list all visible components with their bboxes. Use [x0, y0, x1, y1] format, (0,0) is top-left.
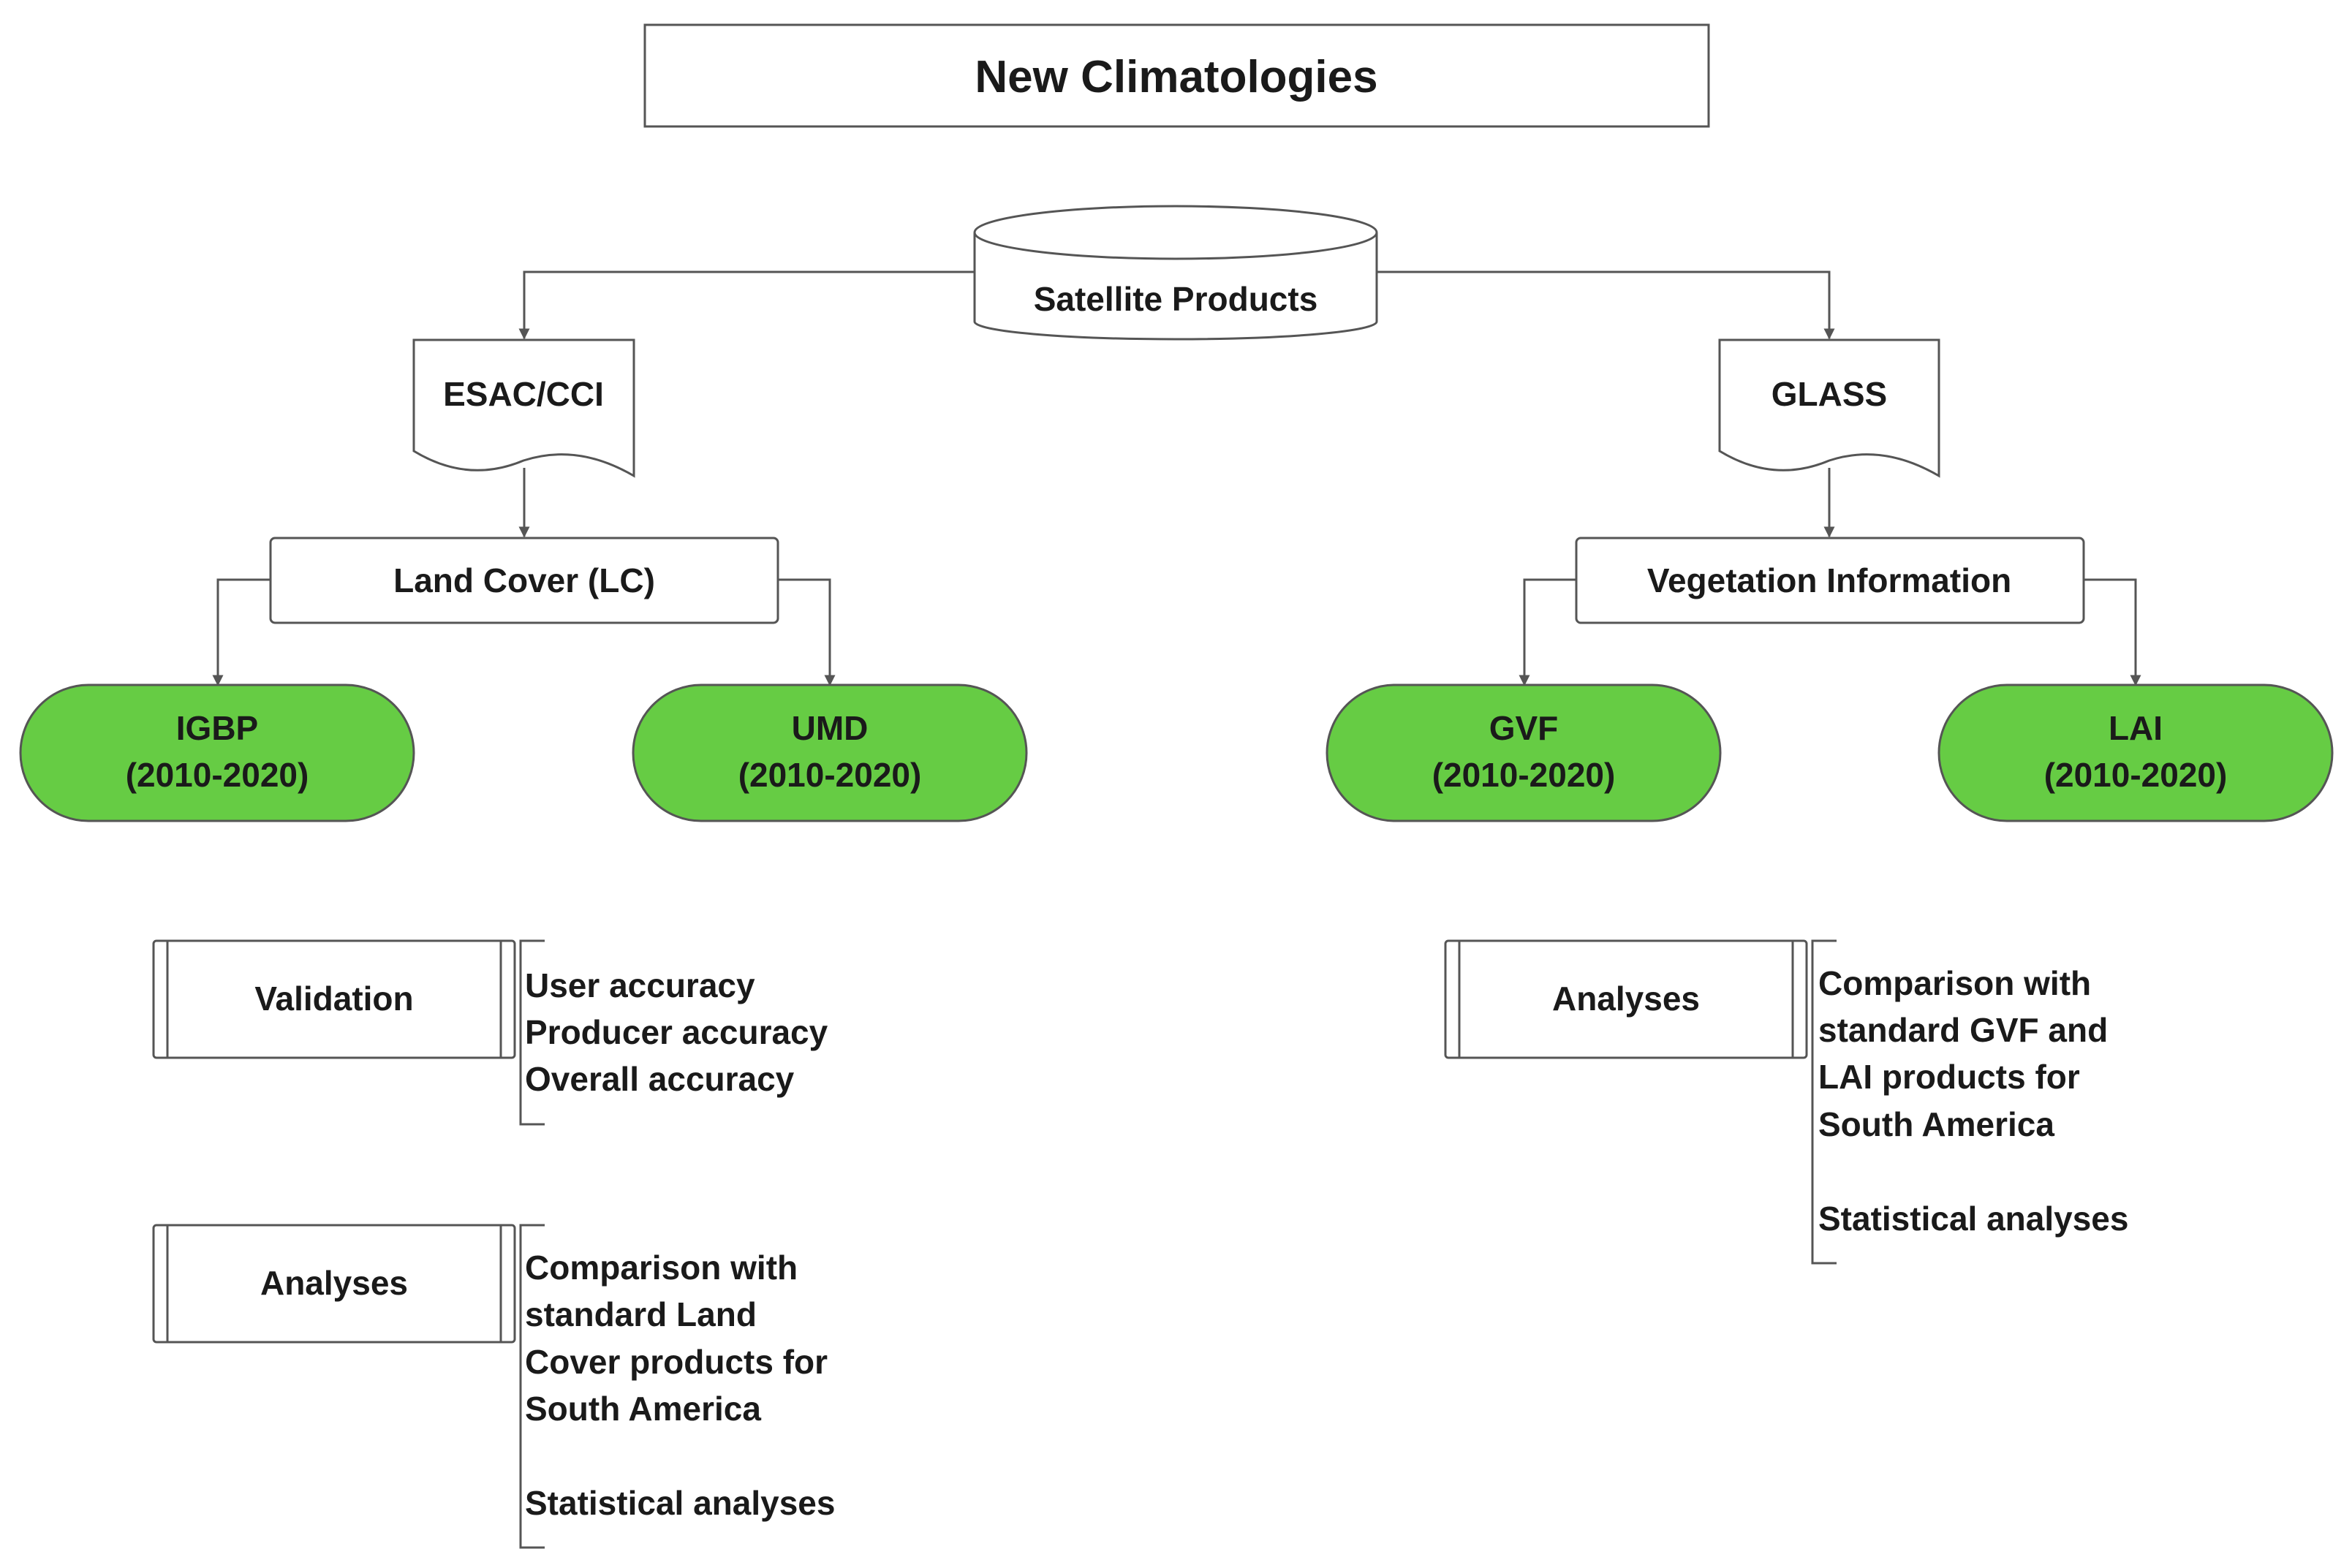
right-analyses-note: LAI products for: [1818, 1058, 2080, 1096]
connectors: [212, 270, 2141, 686]
gvf-node: GVF (2010-2020): [1326, 683, 1722, 822]
connector-root-to-glass: [1377, 270, 1835, 340]
umd-node: UMD (2010-2020): [632, 683, 1028, 822]
validation-label: Validation: [254, 980, 413, 1018]
validation-process: Validation: [152, 939, 516, 1059]
title-box: New Climatologies: [643, 23, 1710, 128]
esac-cci-label: ESAC/CCI: [443, 375, 604, 413]
left-analyses-note: South America: [525, 1390, 761, 1428]
right-analyses-process: Analyses: [1444, 939, 1808, 1059]
left-analyses-note: Comparison with: [525, 1249, 798, 1287]
right-analyses-note: standard GVF and: [1818, 1011, 2108, 1049]
connector-root-to-esac: [518, 270, 975, 340]
left-analyses-note: Cover products for: [525, 1343, 828, 1381]
validation-note: Producer accuracy: [525, 1013, 828, 1051]
connector-landcover-to-igbp: [212, 578, 271, 686]
right-analyses-note: Comparison with: [1818, 964, 2091, 1002]
left-analyses-notes: Comparison with standard Land Cover prod…: [525, 1249, 835, 1522]
right-analyses-note: South America: [1818, 1105, 2054, 1143]
igbp-period: (2010-2020): [126, 756, 309, 794]
left-analyses-label: Analyses: [260, 1264, 408, 1302]
left-analyses-note: Statistical analyses: [525, 1484, 835, 1522]
land-cover-label: Land Cover (LC): [393, 561, 655, 599]
validation-bracket: [519, 939, 545, 1126]
right-analyses-note: Statistical analyses: [1818, 1200, 2128, 1238]
validation-note: Overall accuracy: [525, 1060, 795, 1098]
validation-notes: User accuracy Producer accuracy Overall …: [525, 966, 828, 1098]
lai-name: LAI: [2109, 709, 2163, 747]
connector-landcover-to-umd: [778, 578, 836, 686]
right-analyses-notes: Comparison with standard GVF and LAI pro…: [1818, 964, 2128, 1238]
esac-cci-node: ESAC/CCI: [412, 338, 635, 478]
diagram-title: New Climatologies: [975, 52, 1377, 102]
glass-label: GLASS: [1771, 375, 1887, 413]
satellite-products-node: Satellite Products: [973, 205, 1378, 341]
lai-period: (2010-2020): [2044, 756, 2228, 794]
left-analyses-bracket: [519, 1224, 545, 1549]
vegetation-information-node: Vegetation Information: [1575, 537, 2085, 624]
right-analyses-bracket: [1811, 939, 1837, 1265]
gvf-period: (2010-2020): [1432, 756, 1616, 794]
land-cover-node: Land Cover (LC): [269, 537, 779, 624]
igbp-name: IGBP: [176, 709, 258, 747]
gvf-name: GVF: [1489, 709, 1559, 747]
umd-name: UMD: [792, 709, 869, 747]
igbp-node: IGBP (2010-2020): [19, 683, 415, 822]
satellite-products-label: Satellite Products: [1034, 280, 1318, 318]
vegetation-information-label: Vegetation Information: [1647, 561, 2011, 599]
lai-node: LAI (2010-2020): [1937, 683, 2334, 822]
left-analyses-process: Analyses: [152, 1224, 516, 1344]
right-analyses-label: Analyses: [1552, 980, 1700, 1018]
glass-node: GLASS: [1718, 338, 1940, 478]
validation-note: User accuracy: [525, 966, 755, 1004]
connector-vegetation-to-gvf: [1519, 578, 1576, 686]
umd-period: (2010-2020): [738, 756, 922, 794]
left-analyses-note: standard Land: [525, 1295, 757, 1333]
connector-vegetation-to-lai: [2084, 578, 2141, 686]
